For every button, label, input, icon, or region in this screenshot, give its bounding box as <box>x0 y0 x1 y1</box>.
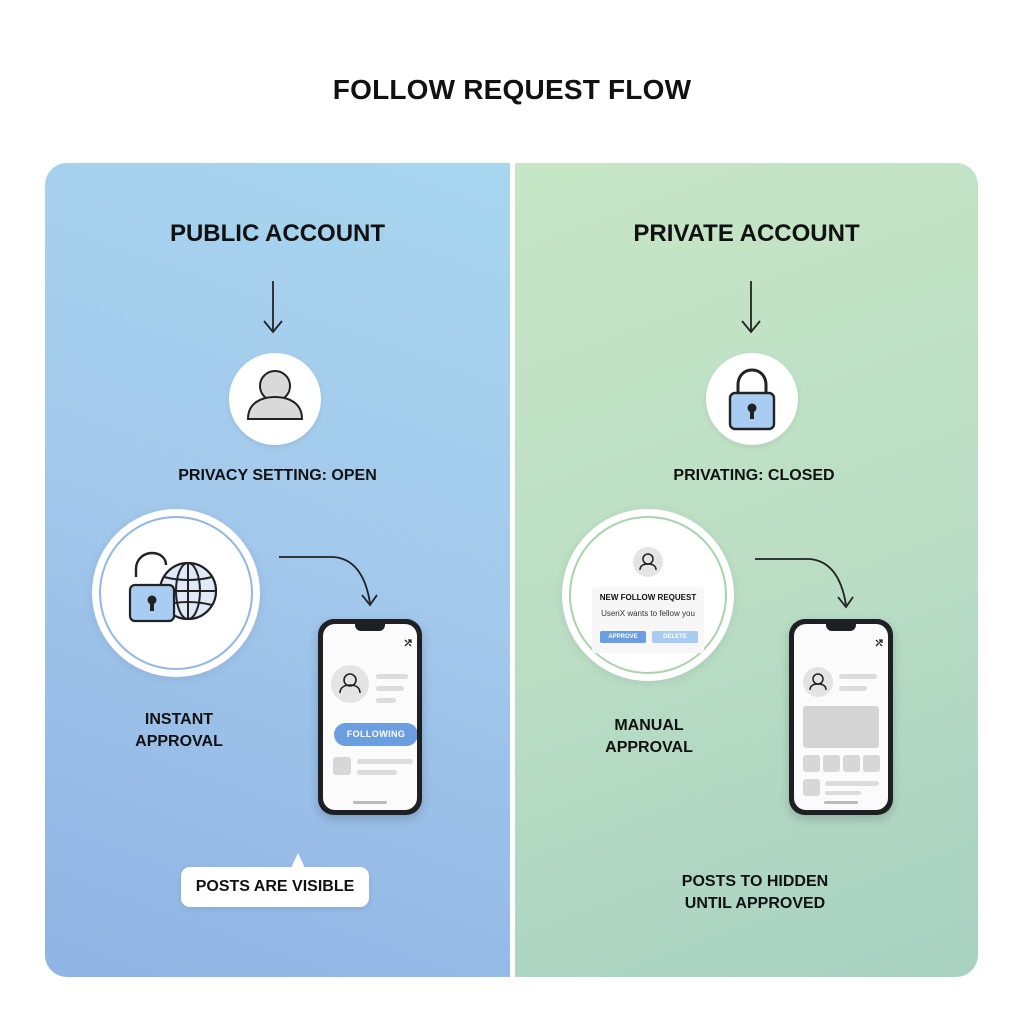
profile-avatar <box>331 665 369 703</box>
follow-request-card: NEW FOLLOW REQUEST UsenX wants to fellow… <box>592 587 704 653</box>
instant-approval-label: INSTANT APPROVAL <box>135 711 223 750</box>
posts-hidden-note: POSTS TO HIDDEN UNTIL APPROVED <box>681 873 829 912</box>
lock-icon <box>728 368 776 431</box>
public-heading: PUBLIC ACCOUNT <box>169 220 386 247</box>
instant-approval-ring <box>92 509 260 677</box>
flow-panels: PUBLIC ACCOUNT PRIVACY SETTING: OPEN <box>45 163 978 977</box>
private-account-panel: PRIVATE ACCOUNT PRIVATING: CLOSED NEW FO <box>515 163 978 977</box>
user-icon <box>633 547 663 577</box>
unlock-icon <box>128 551 176 623</box>
curved-arrow-icon <box>279 556 378 607</box>
private-setting-label: PRIVATING: CLOSED <box>673 467 835 484</box>
posts-visible-note: POSTS ARE VISIBLE <box>181 867 369 907</box>
user-badge <box>229 353 321 445</box>
arrow-down-icon <box>263 281 283 334</box>
following-button[interactable]: FOLLOWING <box>334 723 417 746</box>
delete-button[interactable]: DELETE <box>652 631 698 643</box>
profile-avatar <box>803 667 833 697</box>
public-account-panel: PUBLIC ACCOUNT PRIVACY SETTING: OPEN <box>45 163 510 977</box>
public-setting-label: PRIVACY SETTING: OPEN <box>178 467 377 484</box>
share-icon <box>404 639 412 647</box>
approve-button[interactable]: APPROVE <box>600 631 646 643</box>
manual-approval-ring: NEW FOLLOW REQUEST UsenX wants to fellow… <box>562 509 734 681</box>
page-title: FOLLOW REQUEST FLOW <box>332 74 692 105</box>
request-subtitle: UsenX wants to fellow you <box>601 609 695 618</box>
public-phone: FOLLOWING <box>318 619 422 815</box>
lock-badge <box>706 353 798 445</box>
private-heading: PRIVATE ACCOUNT <box>633 220 860 247</box>
share-icon <box>875 639 883 647</box>
private-phone <box>789 619 893 815</box>
curved-arrow-icon <box>755 558 854 609</box>
arrow-down-icon <box>741 281 761 334</box>
request-title: NEW FOLLOW REQUEST <box>599 593 697 602</box>
manual-approval-label: MANUAL APPROVAL <box>605 717 693 756</box>
user-icon <box>246 370 304 420</box>
